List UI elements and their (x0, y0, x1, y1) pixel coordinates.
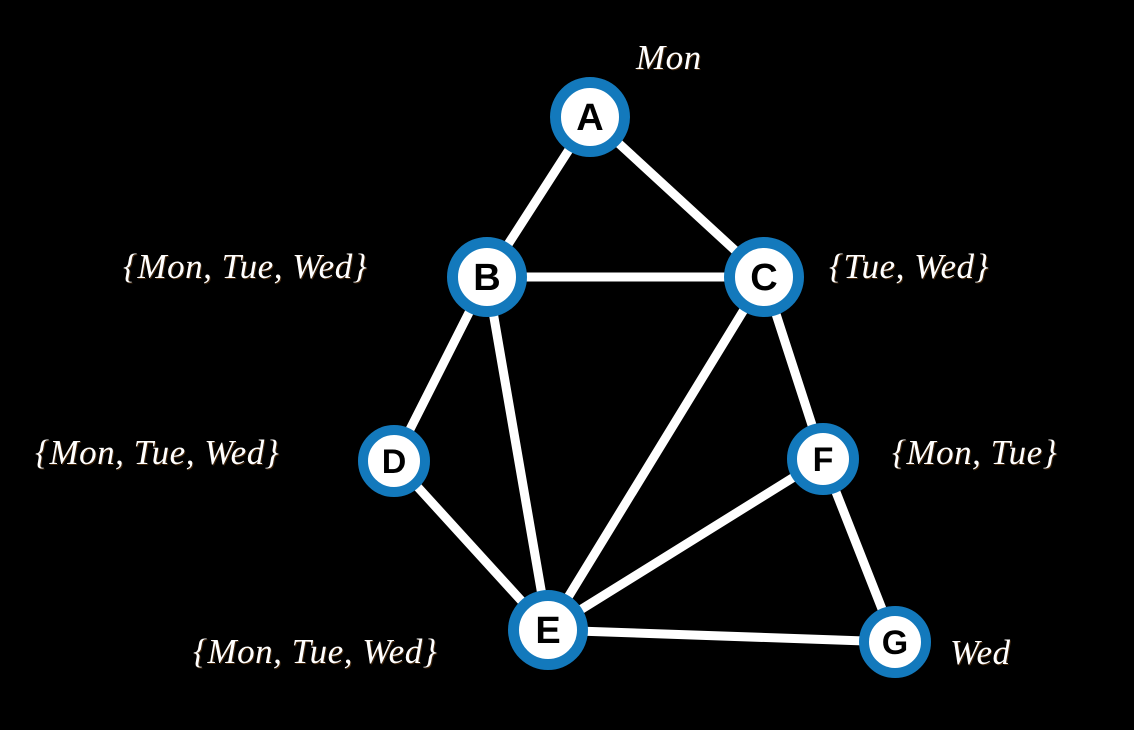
edge-b-e (482, 272, 553, 635)
node-b[interactable]: B (447, 237, 527, 317)
node-circle-f (787, 423, 859, 495)
node-label-a: A (576, 97, 603, 139)
edge-c-e (543, 272, 769, 635)
domain-label-g: Wed (950, 633, 1011, 672)
node-label-c: C (750, 257, 777, 299)
node-g[interactable]: G (859, 606, 931, 678)
node-circle-d (358, 425, 430, 497)
node-label-e: E (535, 610, 560, 652)
node-c[interactable]: C (724, 237, 804, 317)
domain-label-d: {Mon, Tue, Wed} (35, 433, 280, 472)
node-circle-e (508, 590, 588, 670)
node-circle-g (859, 606, 931, 678)
node-a[interactable]: A (550, 77, 630, 157)
node-f[interactable]: F (787, 423, 859, 495)
edge-e-f (543, 454, 828, 635)
node-label-b: B (473, 257, 500, 299)
node-d[interactable]: D (358, 425, 430, 497)
domain-label-b: {Mon, Tue, Wed} (123, 247, 368, 286)
edges-group (389, 112, 900, 647)
nodes-group: A B C D E F G (358, 77, 931, 678)
node-circle-b (447, 237, 527, 317)
node-circle-c (724, 237, 804, 317)
node-label-g: G (882, 624, 908, 662)
node-circle-a (550, 77, 630, 157)
domain-label-c: {Tue, Wed} (829, 247, 990, 286)
domain-label-e: {Mon, Tue, Wed} (193, 632, 438, 671)
node-label-f: F (813, 441, 834, 479)
node-e[interactable]: E (508, 590, 588, 670)
edge-e-g (543, 625, 900, 647)
domain-label-f: {Mon, Tue} (892, 433, 1058, 472)
domain-label-a: Mon (636, 38, 702, 77)
node-label-d: D (382, 443, 407, 481)
